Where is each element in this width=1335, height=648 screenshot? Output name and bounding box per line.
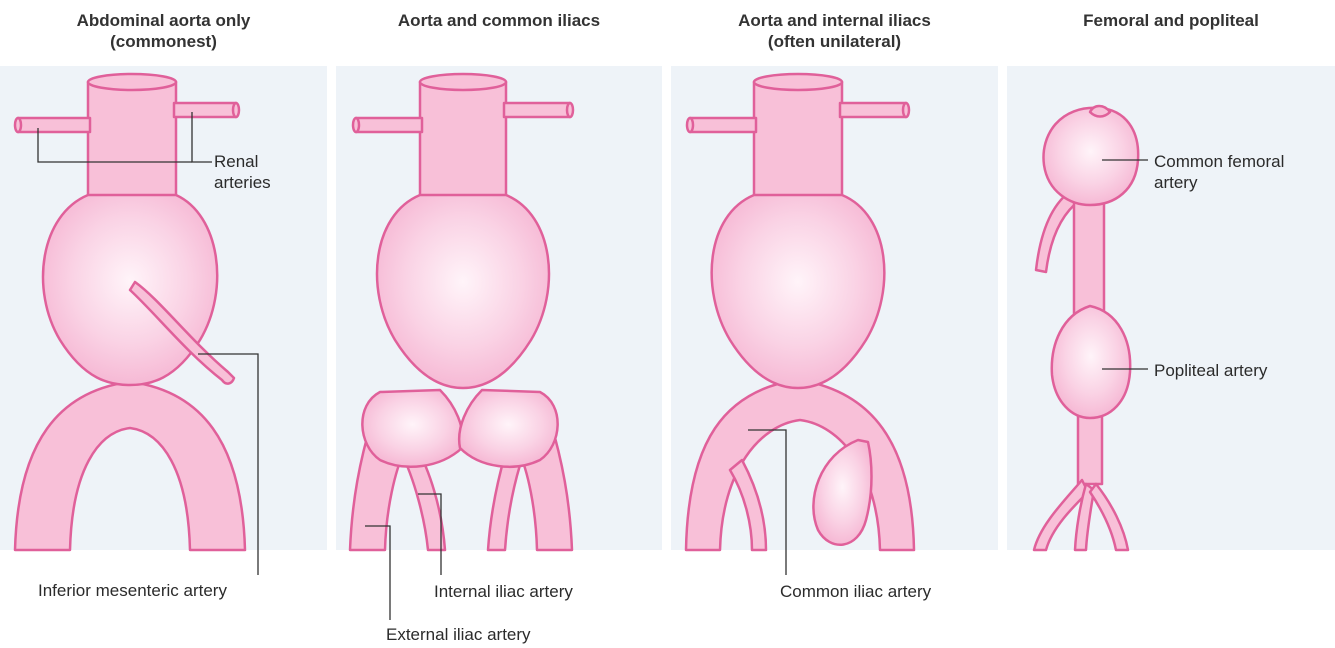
diagram-aorta-common-iliacs <box>350 74 573 550</box>
common-iliac-aneurysm-left <box>362 390 462 467</box>
diagram-abdominal-aorta <box>15 74 245 550</box>
aorta-opening <box>88 74 176 90</box>
popliteal-aneurysm <box>1052 306 1130 418</box>
iliac-branches <box>15 382 245 550</box>
aorta-neck <box>88 82 176 202</box>
label-inferior-mesenteric-artery: Inferior mesenteric artery <box>38 580 227 601</box>
diagram-aorta-internal-iliacs <box>686 74 914 550</box>
renal-artery-right <box>174 103 236 117</box>
label-popliteal-artery: Popliteal artery <box>1154 360 1267 381</box>
label-common-femoral-artery: Common femoral artery <box>1154 151 1284 193</box>
label-common-iliac-artery: Common iliac artery <box>780 581 931 602</box>
label-external-iliac-artery: External iliac artery <box>386 624 531 645</box>
label-renal-arteries: Renal arteries <box>214 151 271 193</box>
diagram-femoral-popliteal <box>1034 106 1138 550</box>
internal-iliac-aneurysm <box>813 440 871 545</box>
label-internal-iliac-artery: Internal iliac artery <box>434 581 573 602</box>
renal-artery-left <box>18 118 90 132</box>
common-iliac-aneurysm-right <box>459 390 557 467</box>
common-femoral-aneurysm <box>1043 108 1138 205</box>
